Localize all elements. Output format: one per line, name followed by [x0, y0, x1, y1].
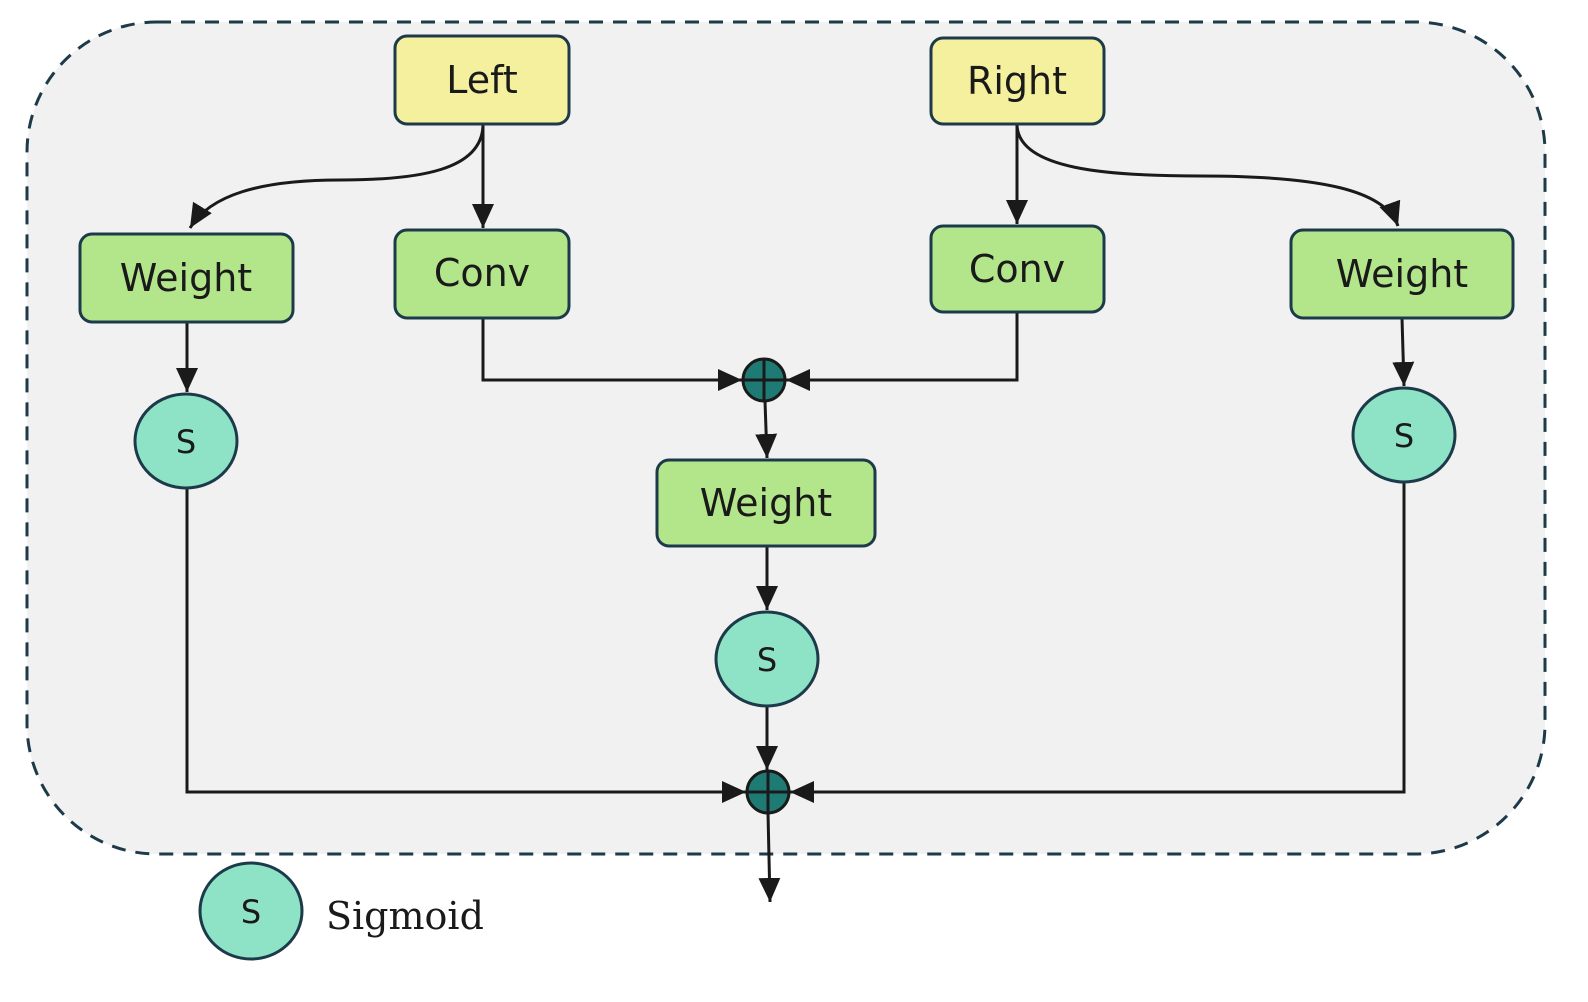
sum-node-lower	[745, 769, 791, 815]
node-left-conv: Conv	[393, 228, 571, 320]
edge-sum-to-center-weight	[755, 400, 778, 459]
legend: S Sigmoid	[198, 861, 484, 961]
module-container	[25, 20, 1547, 856]
node-center-weight-label: Weight	[700, 481, 832, 525]
node-left-weight-label: Weight	[120, 256, 252, 300]
node-left-weight: Weight	[78, 232, 295, 324]
edge-right-sigmoid-to-sum	[790, 482, 1406, 803]
edge-left-to-weight	[188, 123, 485, 229]
node-right-conv-label: Conv	[969, 247, 1065, 291]
edge-right-weight-to-sigmoid	[1392, 317, 1415, 387]
legend-sigmoid-symbol	[198, 861, 304, 961]
node-sigmoid-center: S	[714, 610, 820, 708]
connectors	[176, 123, 1415, 903]
edge-output	[758, 812, 781, 903]
node-sigmoid-center-label: S	[757, 641, 777, 679]
edge-right-to-weight	[1015, 123, 1401, 227]
node-right-input-label: Right	[967, 59, 1067, 103]
node-right-weight: Weight	[1289, 228, 1515, 320]
node-sigmoid-right-label: S	[1394, 417, 1414, 455]
node-left-input-label: Left	[446, 58, 518, 102]
edge-right-conv-to-sum	[786, 312, 1019, 391]
node-sigmoid-left-label: S	[176, 423, 196, 461]
node-right-input: Right	[929, 36, 1106, 126]
legend-symbol-label: S	[241, 893, 261, 931]
node-sigmoid-left: S	[133, 392, 239, 490]
node-sigmoid-right: S	[1351, 386, 1457, 484]
node-left-input: Left	[393, 34, 571, 126]
edge-left-sigmoid-to-sum	[185, 488, 746, 803]
node-left-conv-label: Conv	[434, 251, 530, 295]
node-center-weight: Weight	[655, 458, 877, 548]
node-right-conv: Conv	[929, 224, 1106, 314]
edge-left-conv-to-sum	[481, 318, 742, 391]
sum-node-upper	[741, 357, 787, 403]
legend-label: Sigmoid	[326, 894, 484, 938]
node-right-weight-label: Weight	[1336, 252, 1468, 296]
